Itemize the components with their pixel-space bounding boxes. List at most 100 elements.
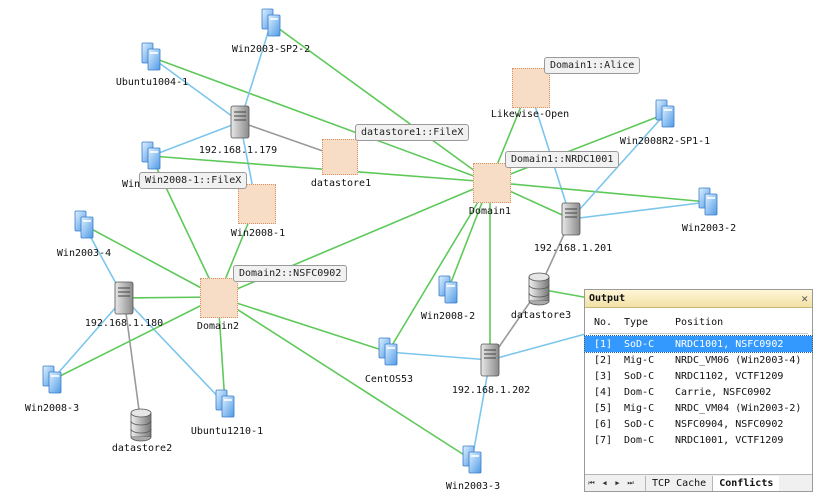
computers-icon[interactable] bbox=[261, 8, 281, 37]
row-type: SoD-C bbox=[624, 370, 655, 382]
server-icon[interactable] bbox=[114, 281, 134, 315]
output-footer: ⏮ ◀ ▶ ⏭ TCP Cache Conflicts bbox=[585, 474, 812, 491]
computers-icon[interactable] bbox=[74, 210, 94, 239]
link-win2008-3-domain2 bbox=[51, 296, 219, 381]
row-no: [1] bbox=[594, 338, 613, 350]
conflict-row[interactable]: [2] Mig-C NRDC_VM06 (Win2003-4) bbox=[585, 352, 812, 368]
link-ip-201-win2003-2 bbox=[570, 201, 709, 220]
conflict-row[interactable]: [7] Dom-C NRDC1001, VCTF1209 bbox=[585, 432, 812, 448]
computers-icon[interactable] bbox=[698, 187, 718, 216]
link-centos53-ip-202 bbox=[387, 351, 491, 361]
node-label[interactable]: Win2003-2 bbox=[681, 223, 737, 234]
link-domain1-win2008r2-sp1-1 bbox=[489, 113, 666, 183]
close-icon[interactable]: ✕ bbox=[801, 292, 808, 305]
computers-icon[interactable] bbox=[462, 445, 482, 474]
database-icon[interactable] bbox=[528, 272, 550, 306]
server-icon[interactable] bbox=[230, 105, 250, 139]
node-label[interactable]: 192.168.1.201 bbox=[533, 243, 613, 254]
link-ubuntu1004-1-domain1 bbox=[150, 56, 491, 183]
conflict-row[interactable]: [1] SoD-C NRDC1001, NSFC0902 bbox=[584, 335, 813, 353]
tag-win2008-1-filex: Win2008-1::FileX bbox=[139, 172, 248, 189]
node-label[interactable]: Win2003-3 bbox=[445, 481, 501, 492]
conflict-row[interactable]: [5] Mig-C NRDC_VM04 (Win2003-2) bbox=[585, 400, 812, 416]
node-label[interactable]: Win2008-1 bbox=[230, 228, 286, 239]
link-domain1-centos53 bbox=[387, 181, 491, 353]
output-list: [1] SoD-C NRDC1001, NSFC0902 [2] Mig-C N… bbox=[584, 335, 813, 448]
node-label[interactable]: Win2008-3 bbox=[24, 403, 80, 414]
link-win2003-4-domain2 bbox=[83, 224, 219, 298]
row-type: Dom-C bbox=[624, 434, 655, 446]
node-label[interactable]: datastore3 bbox=[510, 310, 572, 321]
link-domain2-centos53 bbox=[217, 296, 389, 353]
tab-tcp-cache[interactable]: TCP Cache bbox=[645, 475, 712, 491]
computers-icon[interactable] bbox=[438, 275, 458, 304]
node-label[interactable]: Domain1 bbox=[468, 206, 512, 217]
row-no: [7] bbox=[594, 434, 613, 446]
next-page-icon[interactable]: ▶ bbox=[615, 479, 620, 487]
tag-datastore1-filex: datastore1::FileX bbox=[355, 124, 470, 141]
node-label[interactable]: 192.168.1.180 bbox=[84, 318, 164, 329]
column-position[interactable]: Position bbox=[675, 316, 724, 328]
node-label[interactable]: Ubuntu1004-1 bbox=[115, 77, 189, 88]
output-divider bbox=[589, 333, 808, 334]
column-type[interactable]: Type bbox=[624, 316, 649, 328]
link-ip-180-ubuntu1210-1 bbox=[123, 297, 226, 405]
highlight-win2008-1 bbox=[238, 184, 276, 224]
node-label[interactable]: 192.168.1.179 bbox=[198, 145, 278, 156]
row-position: NRDC1102, VCTF1209 bbox=[675, 370, 784, 382]
computers-icon[interactable] bbox=[42, 365, 62, 394]
link-ip-180-win2008-3 bbox=[51, 297, 125, 381]
link-ip-179-ubuntu1004-1 bbox=[150, 56, 241, 123]
conflict-row[interactable]: [6] SoD-C NSFC0904, NSFC0902 bbox=[585, 416, 812, 432]
row-position: NRDC1001, NSFC0902 bbox=[675, 338, 784, 350]
tag-domain1-nrdc1001: Domain1::NRDC1001 bbox=[505, 151, 620, 168]
computers-icon[interactable] bbox=[141, 42, 161, 71]
row-no: [6] bbox=[594, 418, 613, 430]
highlight-domain1 bbox=[473, 163, 511, 203]
tab-conflicts[interactable]: Conflicts bbox=[712, 475, 780, 491]
node-label[interactable]: Win2003-SP2-2 bbox=[231, 44, 311, 55]
prev-page-icon[interactable]: ◀ bbox=[602, 479, 607, 487]
node-label[interactable]: datastore2 bbox=[111, 443, 173, 454]
row-position: NRDC_VM06 (Win2003-4) bbox=[675, 354, 802, 366]
row-type: Mig-C bbox=[624, 402, 655, 414]
conflict-row[interactable]: [3] SoD-C NRDC1102, VCTF1209 bbox=[585, 368, 812, 384]
server-icon[interactable] bbox=[561, 202, 581, 236]
row-position: Carrie, NSFC0902 bbox=[675, 386, 772, 398]
server-icon[interactable] bbox=[480, 343, 500, 377]
highlight-domain2 bbox=[200, 278, 238, 318]
row-no: [2] bbox=[594, 354, 613, 366]
output-header: Output ✕ bbox=[585, 290, 812, 308]
link-win2003-sp2-2-domain1 bbox=[270, 22, 491, 183]
row-no: [4] bbox=[594, 386, 613, 398]
row-position: NRDC1001, VCTF1209 bbox=[675, 434, 784, 446]
last-page-icon[interactable]: ⏭ bbox=[627, 478, 634, 487]
node-label[interactable]: CentOS53 bbox=[364, 374, 414, 385]
link-ip-179-win2003-sp2-2 bbox=[239, 22, 272, 123]
link-ip-202-output-edge bbox=[489, 329, 601, 361]
tag-domain2-nsfc0902: Domain2::NSFC0902 bbox=[233, 265, 348, 282]
row-no: [5] bbox=[594, 402, 613, 414]
node-label[interactable]: Win bbox=[121, 179, 141, 190]
first-page-icon[interactable]: ⏮ bbox=[588, 478, 595, 487]
row-type: Mig-C bbox=[624, 354, 655, 366]
node-label[interactable]: datastore1 bbox=[310, 178, 372, 189]
node-label[interactable]: Win2008-2 bbox=[420, 311, 476, 322]
node-label[interactable]: Win2003-4 bbox=[56, 248, 112, 259]
computers-icon[interactable] bbox=[655, 99, 675, 128]
row-type: SoD-C bbox=[624, 338, 655, 350]
conflict-row[interactable]: [4] Dom-C Carrie, NSFC0902 bbox=[585, 384, 812, 400]
link-domain1-win2003-2 bbox=[489, 181, 709, 203]
computers-icon[interactable] bbox=[141, 141, 161, 170]
node-label[interactable]: Domain2 bbox=[196, 321, 240, 332]
column-no[interactable]: No. bbox=[594, 316, 613, 328]
computers-icon[interactable] bbox=[215, 389, 235, 418]
database-icon[interactable] bbox=[130, 408, 152, 442]
node-label[interactable]: Likewise-Open bbox=[490, 109, 570, 120]
node-label[interactable]: Win2008R2-SP1-1 bbox=[619, 136, 711, 147]
node-label[interactable]: Ubuntu1210-1 bbox=[190, 426, 264, 437]
row-position: NRDC_VM04 (Win2003-2) bbox=[675, 402, 802, 414]
row-position: NSFC0904, NSFC0902 bbox=[675, 418, 784, 430]
node-label[interactable]: 192.168.1.202 bbox=[451, 385, 531, 396]
row-type: Dom-C bbox=[624, 386, 655, 398]
